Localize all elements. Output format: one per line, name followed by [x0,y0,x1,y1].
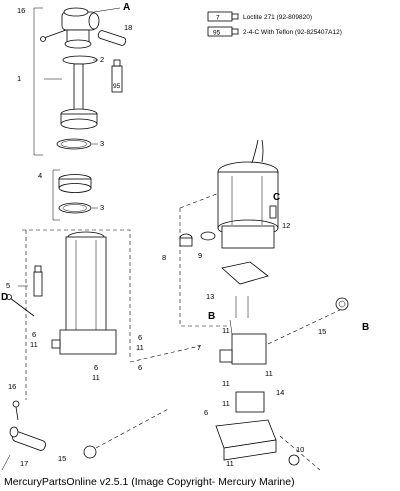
part-label-13: 13 [206,292,214,301]
pivot-pin-group [1,400,46,471]
part-label-3-bottom: 3 [100,203,104,212]
seal-kit-group [52,169,98,221]
loctite-tube-icon: 7 [207,11,239,22]
callout-a: A [123,2,130,13]
part-label-1: 1 [17,74,21,83]
part-label-6-a: 6 [32,330,36,339]
part-label-11-a: 11 [30,340,38,349]
part-label-11-f: 11 [222,379,230,388]
part-label-10: 10 [296,445,304,454]
part-label-6-c: 6 [94,363,98,372]
part-label-11-h: 11 [226,459,234,468]
callout-b-right: B [362,322,369,333]
legend-loctite-text: Loctite 271 (92-809820) [243,14,312,21]
part-label-8: 8 [162,253,166,262]
part-label-15-left: 15 [58,454,66,463]
part-label-3-top: 3 [100,139,104,148]
pump-valve-assembly [83,297,349,471]
part-label-11-c: 11 [92,373,100,382]
part-label-5: 5 [6,281,10,290]
part-label-11-g: 11 [222,399,230,408]
part-label-11-e: 11 [265,369,273,378]
part-label-2: 2 [100,55,104,64]
grease-tube-icon: 95 [207,26,239,37]
callout-d: D [1,292,8,303]
part-label-6-d: 6 [138,363,142,372]
callout-b-left: B [208,311,215,322]
trim-cylinder-group [6,229,131,400]
part-label-18: 18 [124,23,132,32]
part-label-16-top: 16 [17,6,25,15]
svg-text:95: 95 [113,83,121,90]
part-label-15-right: 15 [318,327,326,336]
part-label-12: 12 [282,221,290,230]
part-label-16-bottom: 16 [8,382,16,391]
part-label-9: 9 [198,251,202,260]
legend-grease-text: 2-4-C With Teflon (92-825407A12) [243,29,342,36]
svg-text:7: 7 [216,15,220,22]
electric-motor-group [179,139,279,327]
part-label-17: 17 [20,459,28,468]
part-label-7: 7 [197,343,201,352]
legend: 7 Loctite 271 (92-809820) 95 2-4-C With … [207,11,342,37]
part-label-11-b: 11 [136,343,144,352]
part-label-6-e: 6 [204,408,208,417]
part-label-11-d: 11 [222,326,230,335]
callout-c: C [273,192,280,203]
svg-text:95: 95 [213,30,221,37]
tube-assembly-top: 95 [33,7,127,156]
part-label-14: 14 [276,388,284,397]
copyright-footer: MercuryPartsOnline v2.5.1 (Image Copyrig… [4,476,295,488]
part-label-4: 4 [38,171,42,180]
part-label-6-b: 6 [138,333,142,342]
